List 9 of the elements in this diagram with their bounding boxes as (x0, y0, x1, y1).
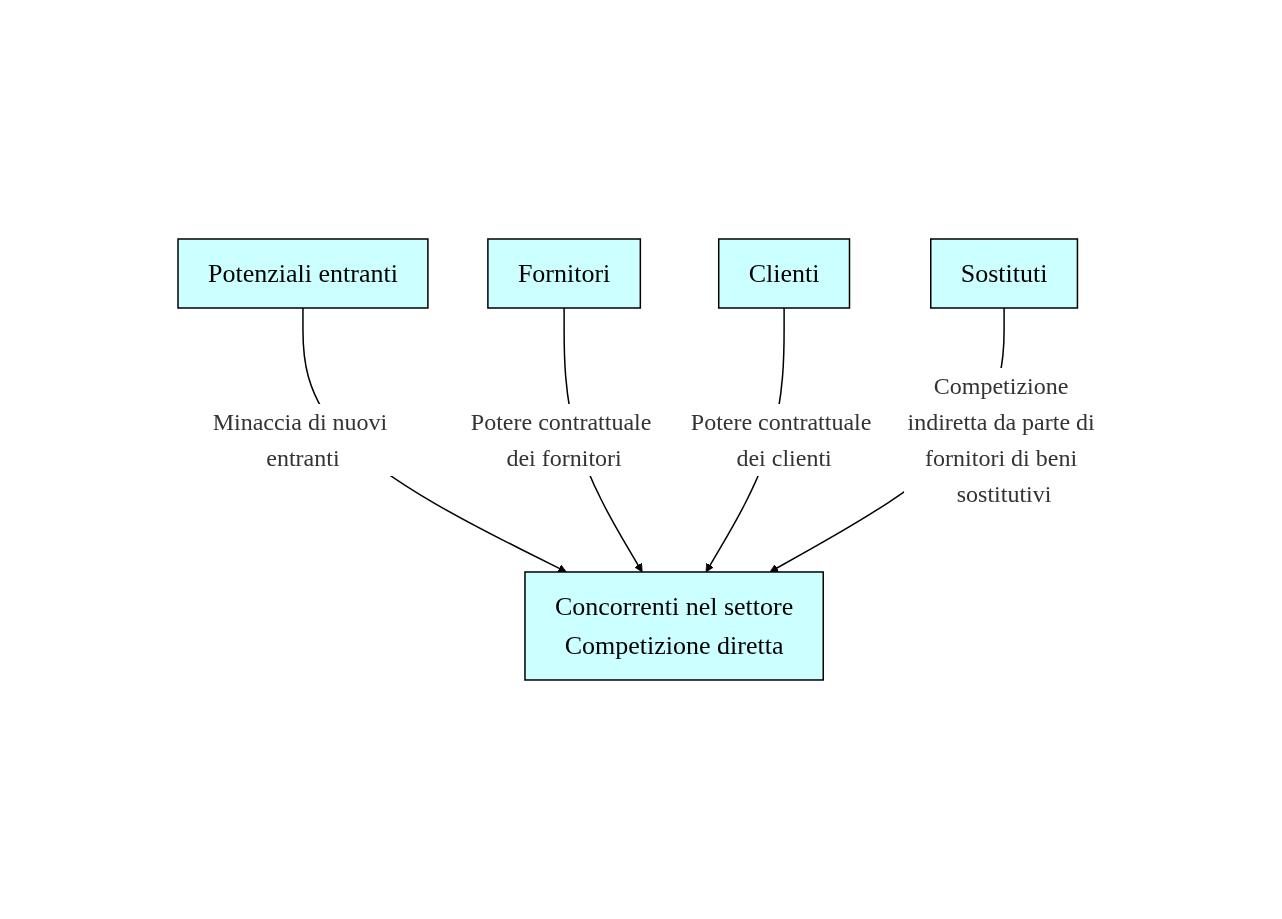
edge-label: Competizione indiretta da parte di fornitori di beni sostitutivi (907, 373, 1095, 507)
node-box: Concorrenti nel settore Competizione diretta (524, 571, 824, 681)
edge-label: Potere contrattuale dei fornitori (470, 408, 652, 471)
edge-label: Potere contrattuale dei clienti (690, 408, 872, 471)
edge-label: Minaccia di nuovi entranti (212, 408, 388, 471)
node-box: Potenziali entranti (177, 238, 429, 309)
node-box: Sostituti (929, 238, 1079, 309)
node-box: Clienti (717, 238, 851, 309)
node-box: Fornitori (487, 238, 642, 309)
